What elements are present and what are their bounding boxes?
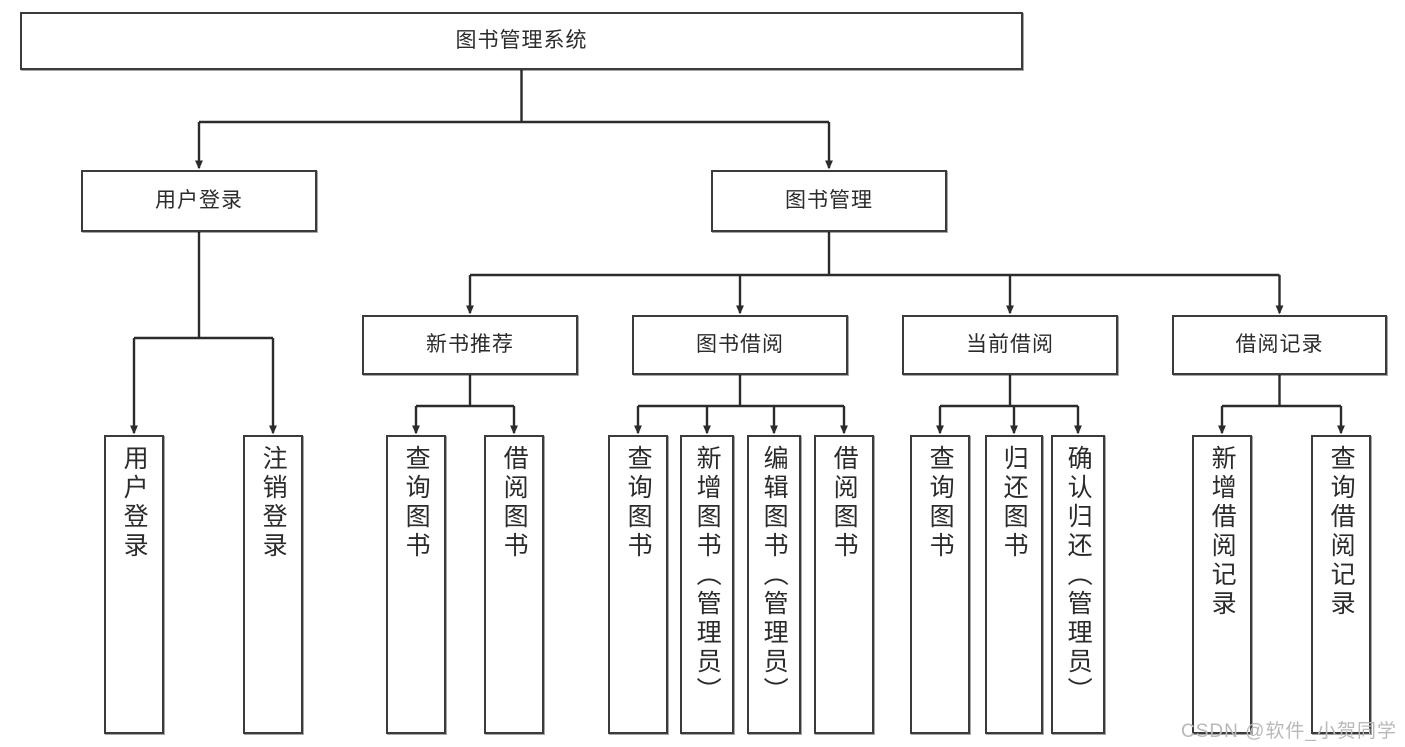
node-label: 用户登录	[155, 188, 243, 212]
node-label: 借阅记录	[1235, 332, 1324, 356]
node-root[interactable]: 图书管理系统	[20, 12, 1023, 70]
node-leaf-edit-book[interactable]: 编辑图书（管理员）	[747, 435, 801, 734]
node-label: 确认归还（管理员）	[1064, 445, 1093, 706]
node-leaf-query-record[interactable]: 查询借阅记录	[1311, 435, 1371, 734]
node-leaf-logout[interactable]: 注销登录	[243, 435, 303, 734]
node-label: 查询图书	[624, 445, 653, 561]
node-label: 注销登录	[259, 445, 288, 561]
node-leaf-login[interactable]: 用户登录	[104, 435, 164, 734]
node-records[interactable]: 借阅记录	[1172, 315, 1387, 375]
node-leaf-query-book-b[interactable]: 查询图书	[608, 435, 668, 734]
node-current[interactable]: 当前借阅	[902, 315, 1118, 375]
node-label: 新书推荐	[426, 332, 514, 356]
node-leaf-confirm-ret[interactable]: 确认归还（管理员）	[1051, 435, 1105, 734]
node-label: 借阅图书	[500, 445, 529, 561]
node-label: 查询图书	[402, 445, 431, 561]
node-borrow[interactable]: 图书借阅	[632, 315, 848, 375]
csdn-watermark: CSDN @软件_小贺同学	[1181, 721, 1397, 742]
node-label: 图书管理系统	[455, 28, 588, 52]
node-label: 图书借阅	[696, 332, 784, 356]
node-label: 新增图书（管理员）	[693, 445, 722, 706]
node-label: 归还图书	[1000, 445, 1029, 561]
node-leaf-query-book-c[interactable]: 查询图书	[910, 435, 970, 734]
node-leaf-return-book[interactable]: 归还图书	[985, 435, 1043, 734]
node-label: 当前借阅	[966, 332, 1054, 356]
node-label: 查询借阅记录	[1327, 445, 1356, 619]
node-leaf-borrow-book-b[interactable]: 借阅图书	[814, 435, 874, 734]
node-label: 图书管理	[785, 188, 873, 212]
node-user-login[interactable]: 用户登录	[81, 170, 317, 232]
node-leaf-borrow-book-a[interactable]: 借阅图书	[484, 435, 544, 734]
node-label: 新增借阅记录	[1208, 445, 1237, 619]
node-leaf-query-book-a[interactable]: 查询图书	[386, 435, 446, 734]
node-leaf-add-record[interactable]: 新增借阅记录	[1192, 435, 1252, 734]
node-book-mgmt[interactable]: 图书管理	[711, 170, 947, 232]
node-label: 借阅图书	[830, 445, 859, 561]
node-label: 用户登录	[120, 445, 149, 561]
node-label: 查询图书	[926, 445, 955, 561]
node-new-rec[interactable]: 新书推荐	[362, 315, 578, 375]
node-label: 编辑图书（管理员）	[760, 445, 789, 706]
node-leaf-add-book[interactable]: 新增图书（管理员）	[680, 435, 734, 734]
